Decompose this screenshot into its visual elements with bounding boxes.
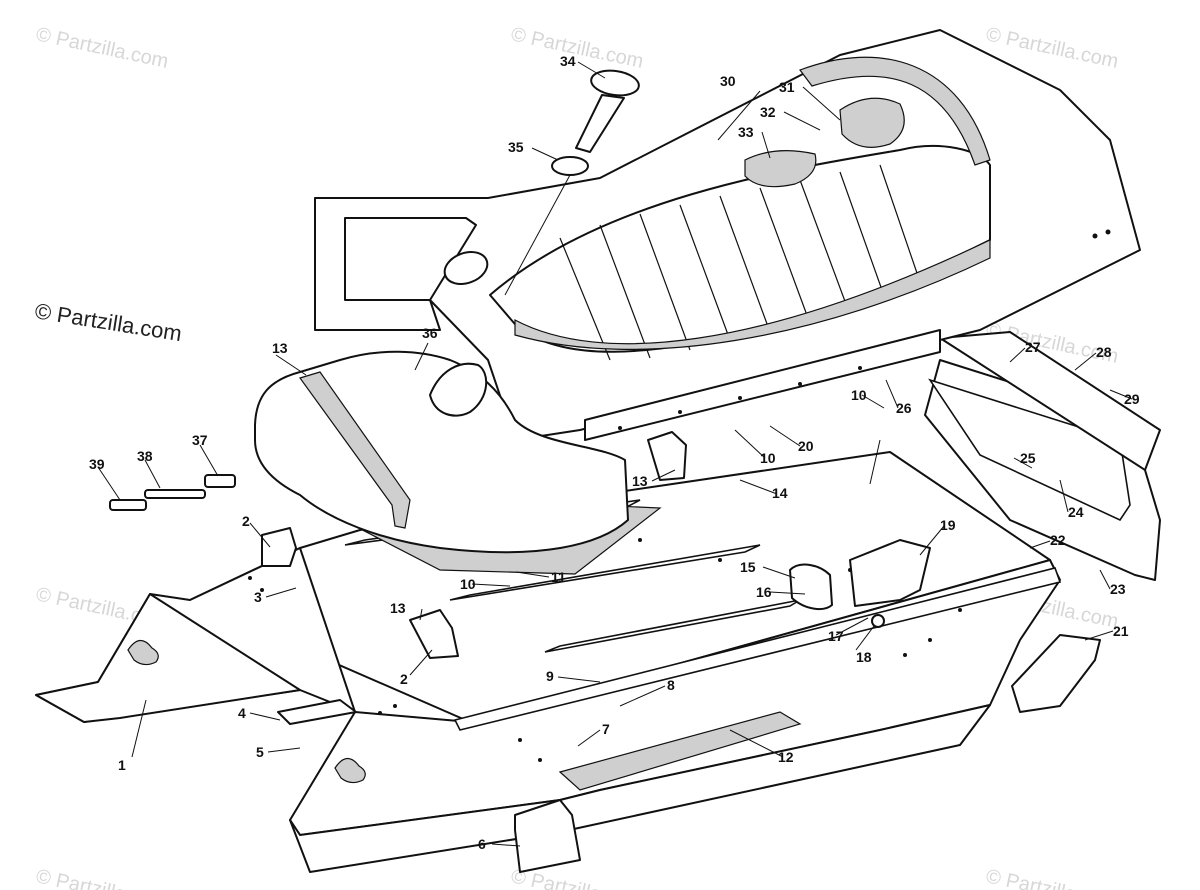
callout-label: 20 xyxy=(798,438,814,454)
watermark: © Partzilla.com xyxy=(34,865,170,890)
callout-label: 2 xyxy=(400,671,408,687)
callout-label: 19 xyxy=(940,517,956,533)
callout-label: 3 xyxy=(254,589,262,605)
callout-label: 39 xyxy=(89,456,105,472)
callout-label: 37 xyxy=(192,432,208,448)
callout-label: 10 xyxy=(851,387,867,403)
callout-label: 10 xyxy=(760,450,776,466)
callout-label: 11 xyxy=(551,569,566,585)
callout-label: 7 xyxy=(602,721,610,737)
callout-label: 31 xyxy=(779,79,795,95)
chassis-pan xyxy=(35,331,1161,873)
fuel-tank xyxy=(109,251,687,659)
callout-label: 6 xyxy=(478,836,486,852)
callout-label: 27 xyxy=(1025,339,1041,355)
leader-lines xyxy=(97,61,1133,847)
callout-label: 5 xyxy=(256,744,264,760)
callout-label: 17 xyxy=(828,628,844,644)
callout-label: 13 xyxy=(272,340,288,356)
callout-label: 16 xyxy=(756,584,772,600)
callout-label: 28 xyxy=(1096,344,1112,360)
callout-labels: 1 2 2 3 4 5 6 7 8 9 10 10 10 11 12 13 13… xyxy=(89,53,1140,852)
watermark: © Partzilla.com xyxy=(509,23,645,73)
callout-label: 30 xyxy=(720,73,736,89)
callout-label: 22 xyxy=(1050,532,1066,548)
callout-label: 34 xyxy=(560,53,576,69)
callout-label: 14 xyxy=(772,485,788,501)
partzilla-watermark: © Partzilla.com xyxy=(33,298,183,346)
callout-label: 33 xyxy=(738,124,754,140)
callout-label: 36 xyxy=(422,325,438,341)
callout-label: 10 xyxy=(460,576,476,592)
callout-label: 15 xyxy=(740,559,756,575)
callout-label: 13 xyxy=(390,600,406,616)
callout-label: 23 xyxy=(1110,581,1126,597)
callout-label: 24 xyxy=(1068,504,1084,520)
callout-label: 21 xyxy=(1113,623,1129,639)
callout-label: 38 xyxy=(137,448,153,464)
callout-label: 35 xyxy=(508,139,524,155)
watermark: © Partzilla.com xyxy=(984,865,1120,890)
watermark: © Partzilla.com xyxy=(34,23,170,73)
callout-label: 29 xyxy=(1124,391,1140,407)
callout-label: 1 xyxy=(118,757,126,773)
callout-label: 12 xyxy=(778,749,794,765)
callout-label: 18 xyxy=(856,649,872,665)
callout-label: 25 xyxy=(1020,450,1036,466)
seat-assembly xyxy=(314,29,1141,441)
callout-label: 26 xyxy=(896,400,912,416)
callout-label: 4 xyxy=(238,705,246,721)
callout-label: 32 xyxy=(760,104,776,120)
callout-label: 2 xyxy=(242,513,250,529)
callout-label: 13 xyxy=(632,473,648,489)
callout-label: 9 xyxy=(546,668,554,684)
latch-hardware xyxy=(789,539,931,628)
callout-label: 8 xyxy=(667,677,675,693)
